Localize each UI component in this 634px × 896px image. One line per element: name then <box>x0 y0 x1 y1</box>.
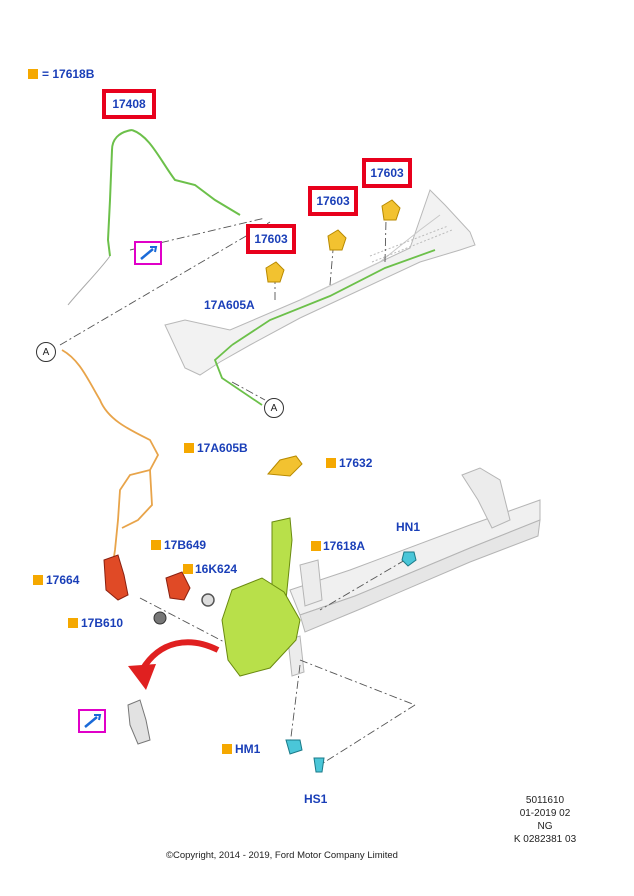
legend-label: = 17618B <box>42 67 95 81</box>
reference-block: 5011610 01-2019 02 NG K 0282381 03 <box>490 794 600 846</box>
legend-swatch <box>28 69 38 79</box>
pump-17664 <box>103 554 129 601</box>
copyright-text: ©Copyright, 2014 - 2019, Ford Motor Comp… <box>166 850 398 861</box>
label-17603-c-text: 17603 <box>370 166 404 180</box>
label-HM1-swatch <box>222 744 232 754</box>
connector-a-top: A <box>36 342 56 362</box>
label-17632[interactable]: 17632 <box>339 456 373 470</box>
label-HM1[interactable]: HM1 <box>235 742 261 756</box>
label-HN1[interactable]: HN1 <box>396 520 421 534</box>
label-17B649[interactable]: 17B649 <box>164 538 207 552</box>
label-17603-a-text: 17603 <box>254 232 288 246</box>
label-17408-text: 17408 <box>112 97 146 111</box>
label-17A605B-swatch <box>184 443 194 453</box>
hose-17A605B <box>61 349 160 571</box>
label-16K624[interactable]: 16K624 <box>195 562 238 576</box>
reference-line-1: 5011610 <box>525 795 565 806</box>
leader-lines <box>59 217 416 766</box>
label-17408[interactable]: 17408 <box>102 89 156 119</box>
reference-line-4: K 0282381 03 <box>513 834 577 845</box>
label-17664[interactable]: 17664 <box>46 573 80 587</box>
hose-17A605A <box>213 249 436 406</box>
label-17A605B[interactable]: 17A605B <box>197 441 248 455</box>
detail-marker-bottom[interactable] <box>78 709 106 733</box>
label-17B649-swatch <box>151 540 161 550</box>
label-17603-b-text: 17603 <box>316 194 350 208</box>
label-17B610[interactable]: 17B610 <box>81 616 124 630</box>
label-17603-c[interactable]: 17603 <box>362 158 412 188</box>
cowl-panel <box>164 189 476 376</box>
label-17618A-swatch <box>311 541 321 551</box>
label-17664-swatch <box>33 575 43 585</box>
connector-a-bottom: A <box>264 398 284 418</box>
nozzles-17603 <box>265 199 401 283</box>
label-HS1[interactable]: HS1 <box>304 792 328 806</box>
reference-line-2: 01-2019 02 <box>519 808 571 819</box>
bumper-beam <box>287 467 541 677</box>
pump-17B649 <box>165 571 191 601</box>
label-17603-b[interactable]: 17603 <box>308 186 358 216</box>
grommet-16K624 <box>201 593 215 607</box>
label-17603-a[interactable]: 17603 <box>246 224 296 254</box>
wand-icon <box>84 714 102 728</box>
pump-detail <box>127 699 151 745</box>
red-arrow <box>128 639 220 690</box>
label-17B610-swatch <box>68 618 78 628</box>
fasteners <box>285 551 417 773</box>
label-17618A[interactable]: 17618A <box>323 539 366 553</box>
reservoir-17618A <box>221 517 301 677</box>
harness-17408 <box>106 129 241 257</box>
cap-17632 <box>266 455 303 477</box>
label-16K624-swatch <box>183 564 193 574</box>
reference-line-3: NG <box>537 821 553 832</box>
grommet-17B610 <box>153 611 167 625</box>
harness-tail <box>67 255 111 306</box>
label-17632-swatch <box>326 458 336 468</box>
label-17A605A[interactable]: 17A605A <box>204 298 255 312</box>
wand-icon <box>140 246 158 260</box>
detail-marker-top[interactable] <box>134 241 162 265</box>
